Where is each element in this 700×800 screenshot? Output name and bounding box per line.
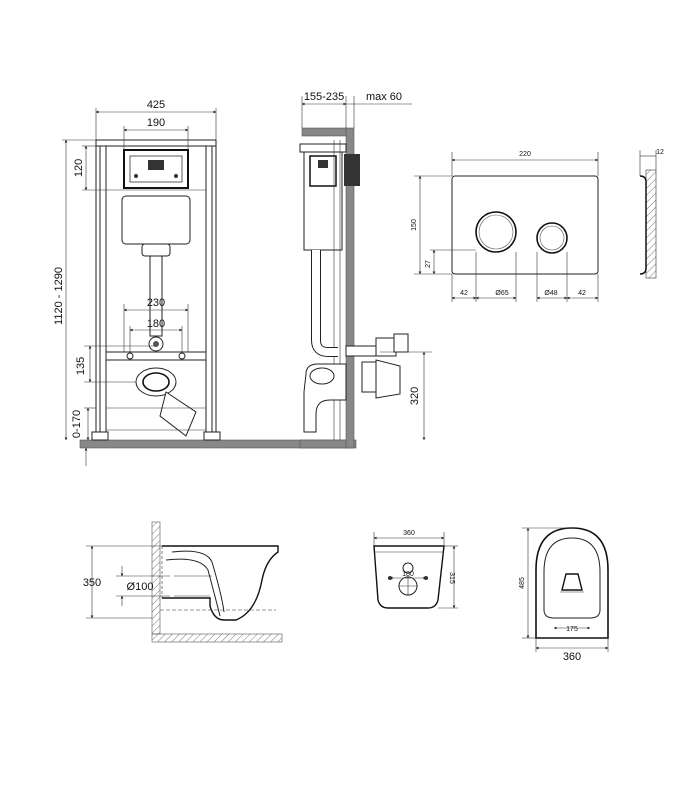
side-view-frame: 155-235 max 60 320 <box>299 91 432 449</box>
bolt-inner-label: 180 <box>147 318 165 330</box>
plate-profile <box>645 169 657 279</box>
bowl-side-outline <box>162 545 279 621</box>
bowl-side-view: 350 Ø100 <box>83 521 283 643</box>
plate-width-dim: 220 <box>519 151 531 158</box>
drain-height-label: 320 <box>409 387 421 405</box>
bolt-outer-label: 230 <box>147 297 165 309</box>
big-button-dim: Ø65 <box>495 290 508 297</box>
button-offset-dim: 27 <box>425 260 432 268</box>
mounting-crossbar <box>105 351 207 361</box>
left-margin-dim: 42 <box>460 290 468 297</box>
plate-width-label: 190 <box>147 117 165 129</box>
bowl-top-view: 485 175 360 <box>519 527 609 663</box>
front-bolt-dim: 180 <box>402 571 414 578</box>
bowl-top-drain <box>561 573 583 591</box>
flush-plate-view: 220 150 27 42 Ø65 Ø48 42 12 <box>411 149 664 302</box>
top-inner-dim: 175 <box>566 626 578 633</box>
small-button-dim: Ø48 <box>544 290 557 297</box>
flush-plate-outline <box>451 175 599 275</box>
plate-thickness-dim: 12 <box>656 149 664 156</box>
side-depth-label: 155-235 <box>304 91 344 103</box>
frame-top-rail <box>95 139 217 147</box>
side-max-label: max 60 <box>366 91 402 103</box>
large-flush-button <box>475 211 517 253</box>
frame-right-post <box>205 139 217 441</box>
plate-height-dim: 150 <box>411 219 418 231</box>
front-view-frame: 425 190 120 1120 - 1290 230 180 135 0-17… <box>53 99 351 466</box>
cistern-tank <box>121 195 191 245</box>
bowl-front-view: 360 180 315 <box>373 530 458 609</box>
frame-left-post <box>95 139 107 441</box>
bowl-height-dim: 350 <box>83 577 101 589</box>
right-margin-dim: 42 <box>578 290 586 297</box>
bowl-wall <box>151 521 161 635</box>
total-height-label: 1120 - 1290 <box>53 267 65 325</box>
top-length-dim: 485 <box>519 577 526 589</box>
top-width-dim: 360 <box>563 651 581 663</box>
pipe-diameter-dim: Ø100 <box>127 581 154 593</box>
front-height-dim: 315 <box>448 572 455 584</box>
small-flush-button <box>536 222 568 254</box>
front-width-dim: 360 <box>403 530 415 537</box>
top-height-label: 120 <box>73 159 85 177</box>
side-wall <box>345 127 355 449</box>
side-floor <box>299 439 357 449</box>
bowl-floor <box>151 633 283 643</box>
outlet-height-label: 135 <box>75 357 87 375</box>
leg-adjust-label: 0-170 <box>71 410 83 438</box>
drain-elbow <box>159 391 197 437</box>
frame-width-label: 425 <box>147 99 165 111</box>
